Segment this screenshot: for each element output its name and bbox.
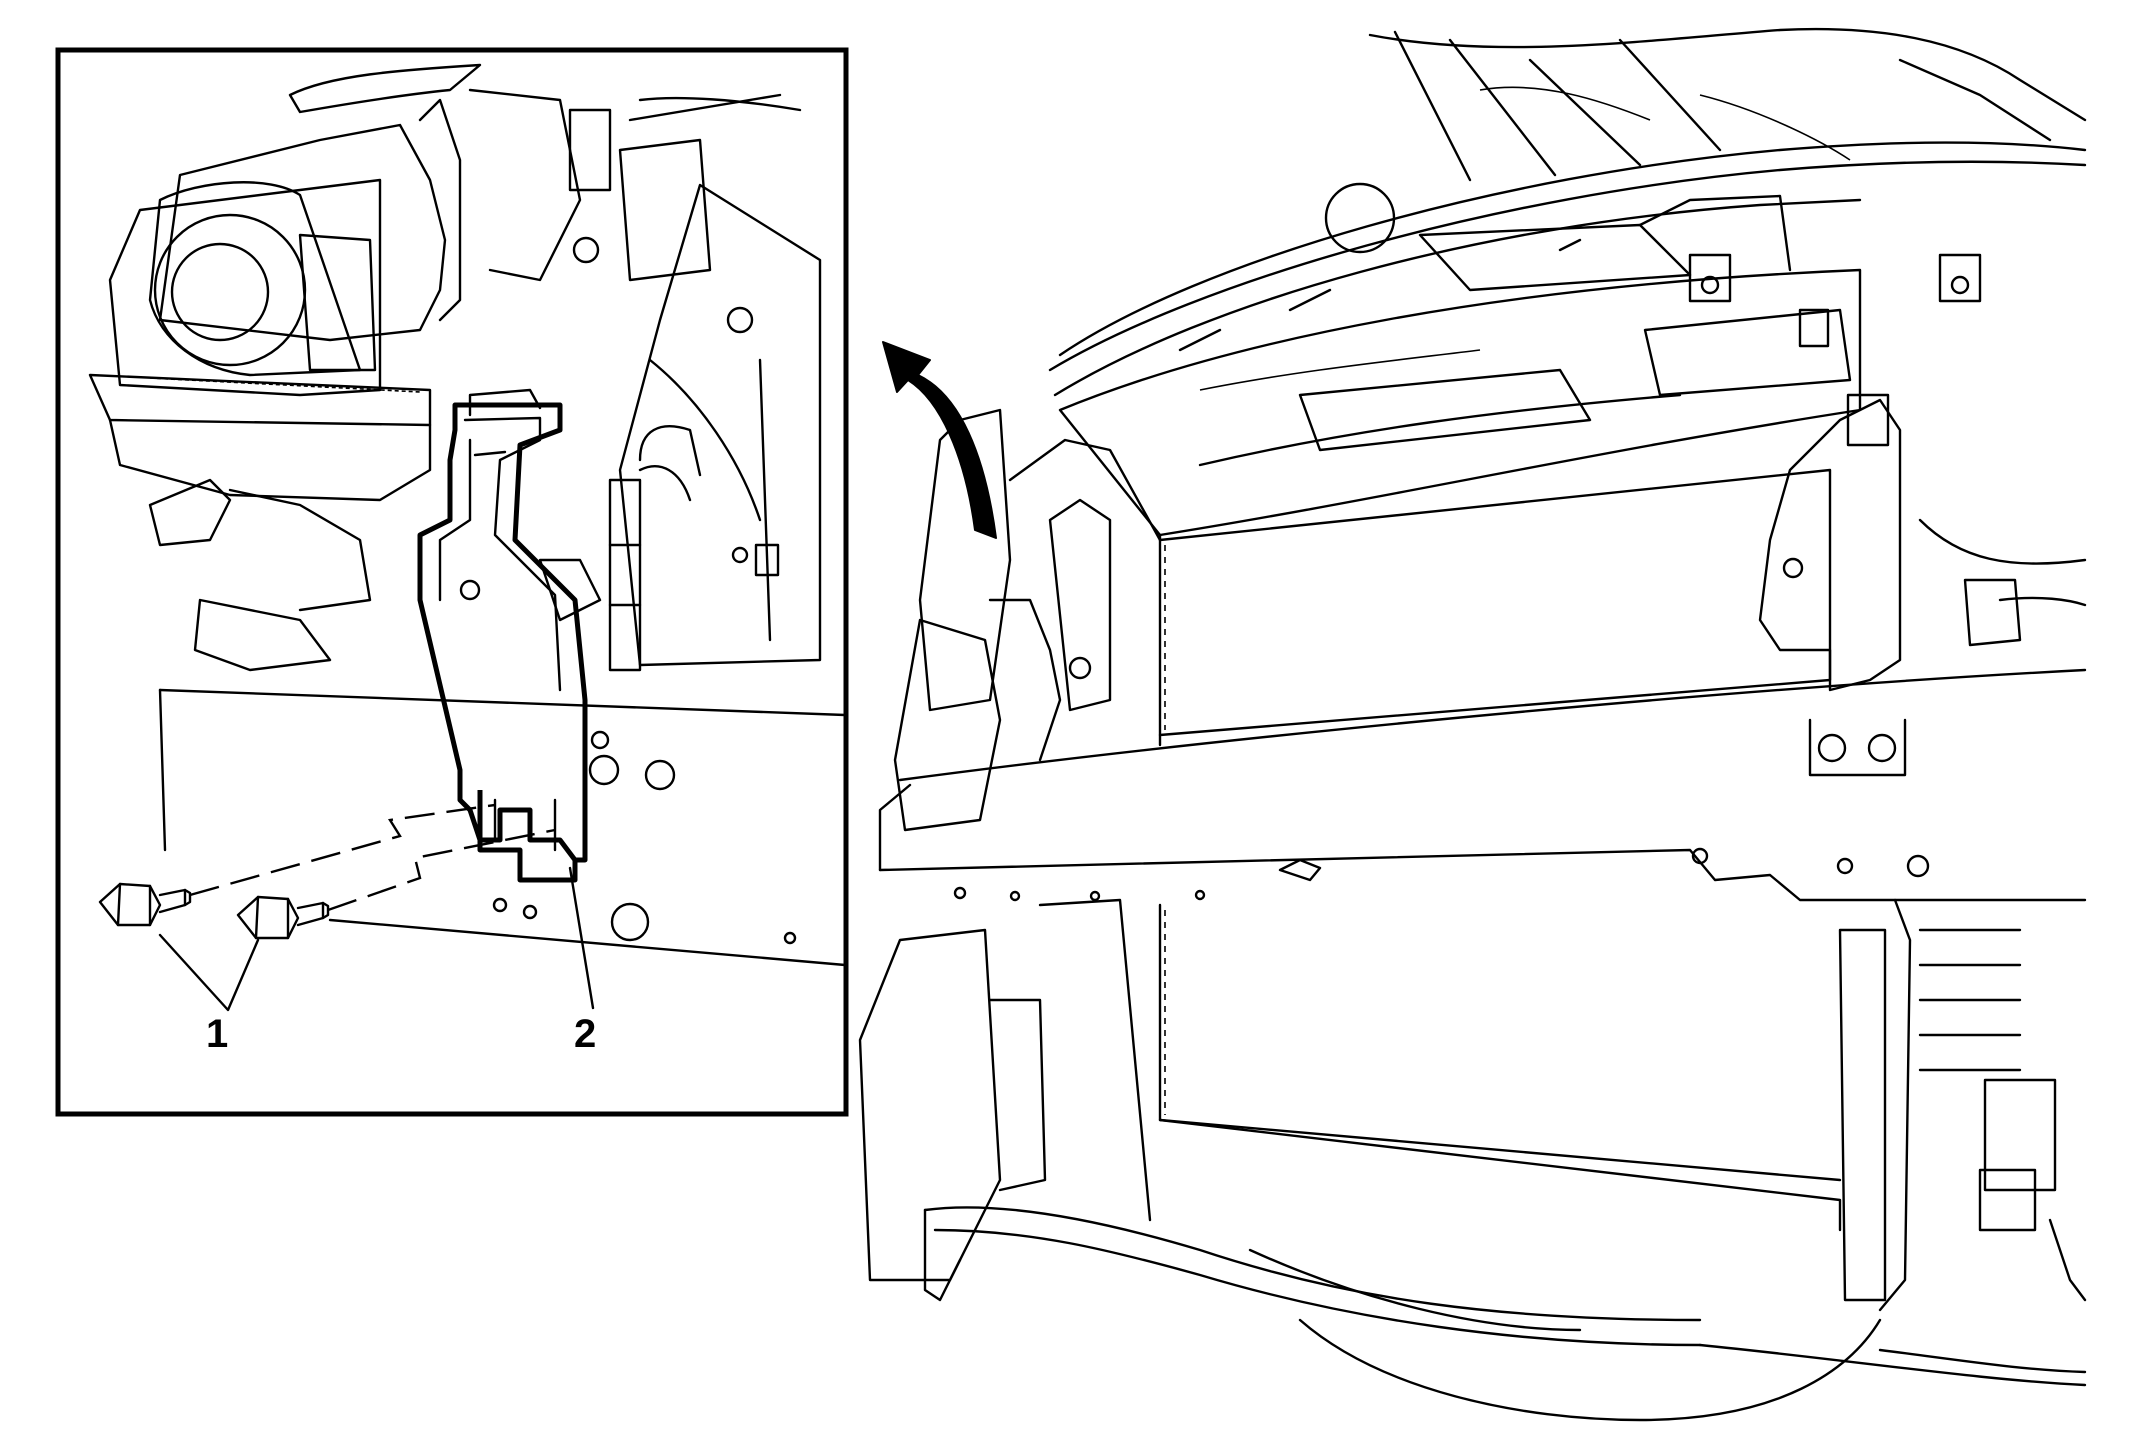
left-side-structure (858, 408, 1162, 1282)
bolt-fastener-right (236, 895, 330, 940)
curved-arrow-icon (882, 341, 997, 539)
cooling-module-right (1838, 898, 2087, 1312)
upper-tie-bar (1048, 141, 2087, 397)
right-hood-latch-bracket (1758, 393, 2087, 777)
install-guide-line-1 (189, 803, 496, 897)
ac-refrigerant-line (608, 425, 702, 672)
bumper-impact-bar (878, 668, 2087, 902)
bolt-fastener-left (98, 882, 192, 927)
leader-line-1 (158, 933, 260, 1012)
headlamp-assembly (88, 63, 802, 672)
detail-inset (55, 47, 849, 1117)
vehicle-front-view (858, 27, 2087, 1422)
radiator-support (1058, 268, 1862, 747)
open-hood (1368, 27, 2087, 182)
radiator-core (1158, 468, 1842, 1232)
callout-label-1: 1 (206, 1012, 229, 1056)
callout-label-2: 2 (574, 1012, 597, 1056)
lower-air-deflector (923, 1206, 2087, 1422)
hood-latch-support-bracket (417, 388, 588, 883)
leader-line-2 (568, 866, 595, 1010)
install-guide-line-2 (327, 828, 556, 912)
inset-lower-panel (158, 688, 847, 967)
inset-radiator-support (538, 183, 822, 667)
